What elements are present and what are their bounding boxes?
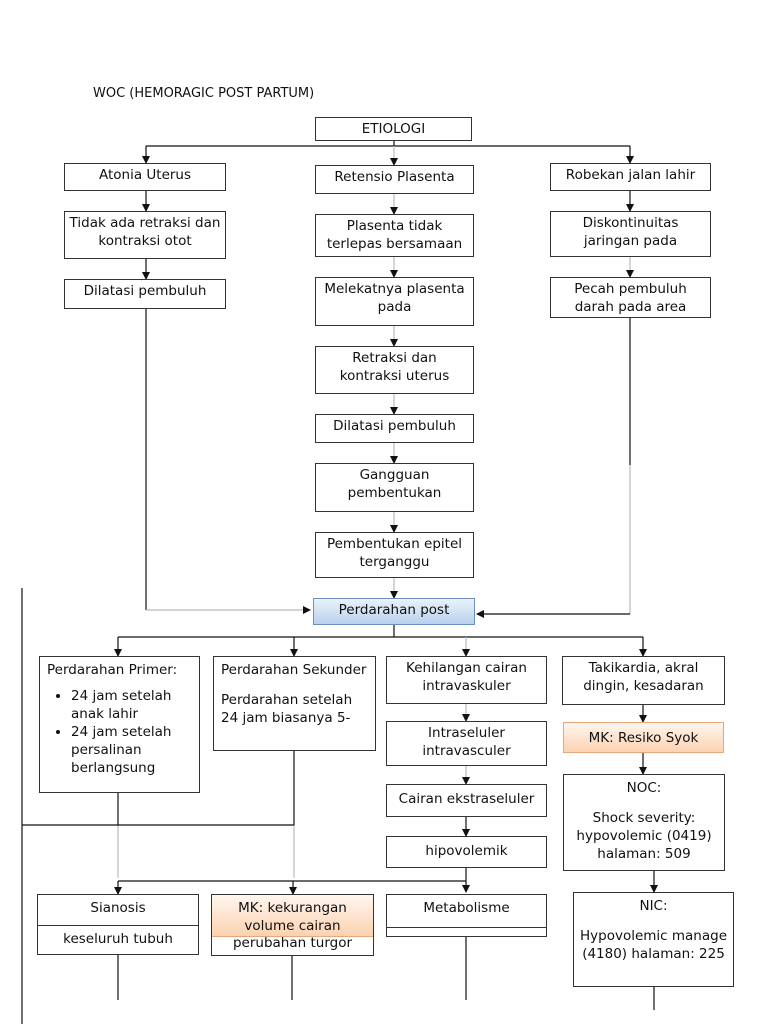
sekunder-detail: Perdarahan setelah 24 jam biasanya 5- [221,692,353,726]
node-perdarahan-primer: Perdarahan Primer: 24 jam setelah anak l… [39,656,200,793]
noc-detail: Shock severity: hypovolemic (0419) halam… [576,810,712,862]
node-etiologi: ETIOLOGI [315,117,472,141]
node-melekatnya-plasenta: Melekatnya plasenta pada [315,277,474,326]
node-mk-kekurangan-group: MK: kekurangan volume cairan perubahan t… [211,894,374,956]
node-plasenta-tidak-terlepas: Plasenta tidak terlepas bersamaan [315,214,474,257]
node-sianosis: Sianosis keseluruh tubuh [37,894,199,955]
sekunder-heading: Perdarahan Sekunder [221,662,367,678]
node-robekan-jalan-lahir: Robekan jalan lahir [550,163,711,191]
node-perdarahan-post: Perdarahan post [313,598,475,625]
primer-bullet: 24 jam setelah persalinan berlangsung [71,723,192,777]
node-diskontinuitas: Diskontinuitas jaringan pada [550,211,711,257]
node-nic: NIC: Hypovolemic manage (4180) halaman: … [573,892,734,987]
primer-heading: Perdarahan Primer: [47,662,178,678]
node-mk-kekurangan-volume: MK: kekurangan volume cairan [212,895,373,937]
node-pecah-pembuluh: Pecah pembuluh darah pada area [550,277,711,318]
node-tidak-ada-retraksi: Tidak ada retraksi dan kontraksi otot [64,211,226,259]
node-dilatasi-pembuluh-left: Dilatasi pembuluh [64,279,226,309]
sianosis-sub: keseluruh tubuh [63,931,173,947]
node-kehilangan-cairan: Kehilangan cairan intravaskuler [386,656,547,704]
node-retensio-plasenta: Retensio Plasenta [315,165,474,194]
node-takikardia: Takikardia, akral dingin, kesadaran [562,656,725,705]
node-retraksi-kontraksi: Retraksi dan kontraksi uterus [315,346,474,394]
node-hipovolemik: hipovolemik [386,836,547,868]
node-perdarahan-sekunder: Perdarahan Sekunder Perdarahan setelah 2… [213,656,376,751]
primer-bullet-list: 24 jam setelah anak lahir 24 jam setelah… [47,687,192,777]
node-mk-resiko-syok: MK: Resiko Syok [563,722,724,753]
node-metabolisme: Metabolisme [386,894,547,937]
node-atonia-uterus: Atonia Uterus [64,163,226,191]
node-dilatasi-pembuluh-center: Dilatasi pembuluh [315,414,474,443]
noc-label: NOC: [626,780,662,796]
nic-label: NIC: [639,898,668,914]
primer-bullet: 24 jam setelah anak lahir [71,687,192,723]
node-intraseluler: Intraseluler intravasculer [386,721,547,766]
node-noc: NOC: Shock severity: hypovolemic (0419) … [563,774,725,871]
node-pembentukan-epitel: Pembentukan epitel terganggu [315,532,474,578]
metabolisme-label: Metabolisme [387,895,546,928]
node-gangguan-pembentukan: Gangguan pembentukan [315,463,474,512]
node-cairan-ekstraseluler: Cairan ekstraseluler [386,784,547,817]
sianosis-label: Sianosis [38,895,198,926]
diagram-title: WOC (HEMORAGIC POST PARTUM) [93,86,315,101]
nic-detail: Hypovolemic manage (4180) halaman: 225 [579,928,728,962]
mk-kekurangan-underlay: perubahan turgor [232,935,353,951]
